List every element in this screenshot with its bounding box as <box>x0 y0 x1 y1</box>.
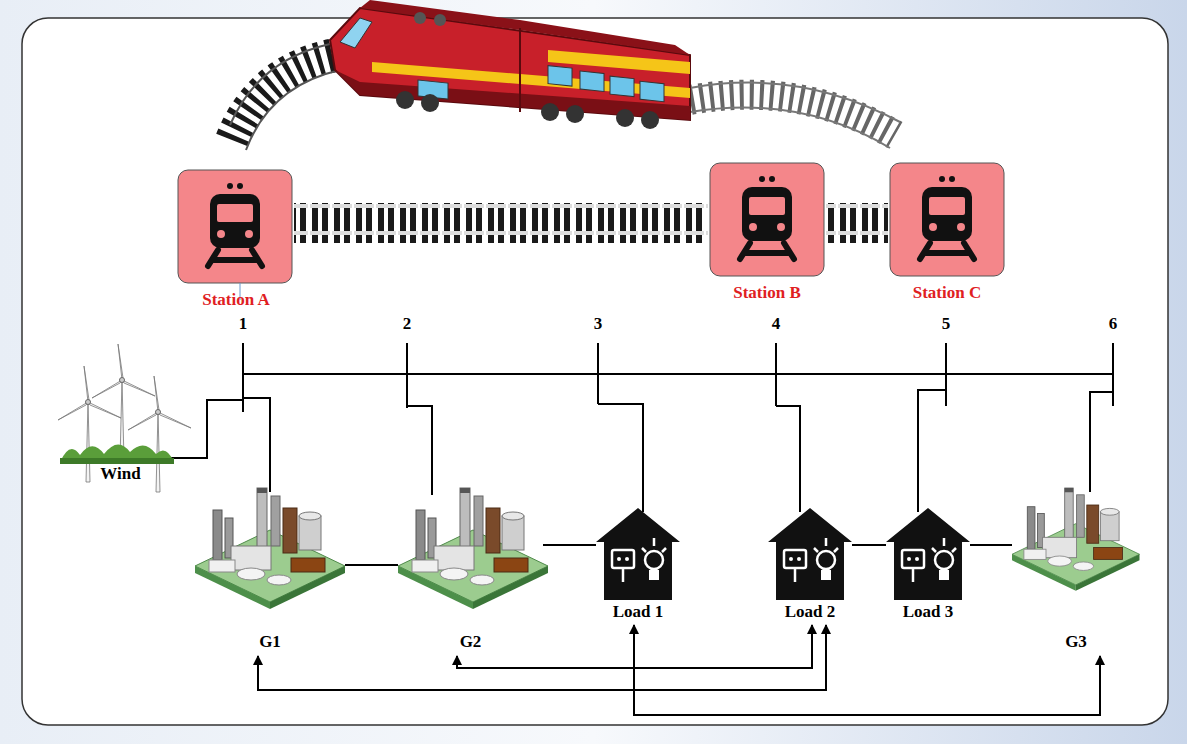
station-node: Station B <box>708 163 826 304</box>
station-node: Station A <box>178 170 294 311</box>
signal-arrow <box>457 625 812 668</box>
generator-node: G2 <box>398 488 543 653</box>
tie-line <box>852 544 886 546</box>
signal-arrow <box>634 625 1100 715</box>
node-label: Load 2 <box>768 602 852 622</box>
track-rail <box>230 44 340 150</box>
bus-number: 4 <box>772 314 781 334</box>
bus-wires <box>160 343 1114 512</box>
bus-number: 1 <box>239 314 248 334</box>
load-house-icon <box>596 508 680 600</box>
bus-number: 6 <box>1109 314 1118 334</box>
track-curve <box>690 95 895 135</box>
station-icon <box>710 163 824 276</box>
node-label: Station C <box>888 283 1006 303</box>
track-rail <box>690 83 900 148</box>
bus-number: 3 <box>594 314 603 334</box>
power-plant-icon <box>195 488 345 609</box>
load-node: Load 2 <box>768 505 852 623</box>
load-house-icon <box>886 508 970 600</box>
node-label: G2 <box>398 632 543 652</box>
node-label: Load 3 <box>886 602 970 622</box>
node-label: G1 <box>195 632 345 652</box>
bus-number: 5 <box>942 314 951 334</box>
node-label: G3 <box>1012 632 1140 652</box>
bus-number: 2 <box>403 314 412 334</box>
tie-line <box>345 564 398 566</box>
node-label: Station B <box>708 283 826 303</box>
train <box>330 0 690 129</box>
tie-line <box>543 544 596 546</box>
node-label: Load 1 <box>596 602 680 622</box>
power-plant-icon <box>1012 488 1140 591</box>
generator-node: G3 <box>1012 488 1140 653</box>
station-node: Station C <box>888 163 1006 304</box>
node-label: Wind <box>48 464 193 484</box>
station-icon <box>178 170 292 283</box>
wind-node: Wind <box>48 345 193 485</box>
signal-arrow <box>258 625 826 690</box>
track <box>826 203 888 243</box>
load-node: Load 1 <box>596 505 680 623</box>
load-node: Load 3 <box>886 505 970 623</box>
power-plant-icon <box>398 488 548 609</box>
track <box>294 203 708 243</box>
tie-line <box>970 544 1012 546</box>
load-house-icon <box>768 508 852 600</box>
generator-node: G1 <box>195 488 345 653</box>
station-icon <box>890 163 1004 276</box>
frame <box>22 18 1168 725</box>
node-label: Station A <box>178 290 294 310</box>
